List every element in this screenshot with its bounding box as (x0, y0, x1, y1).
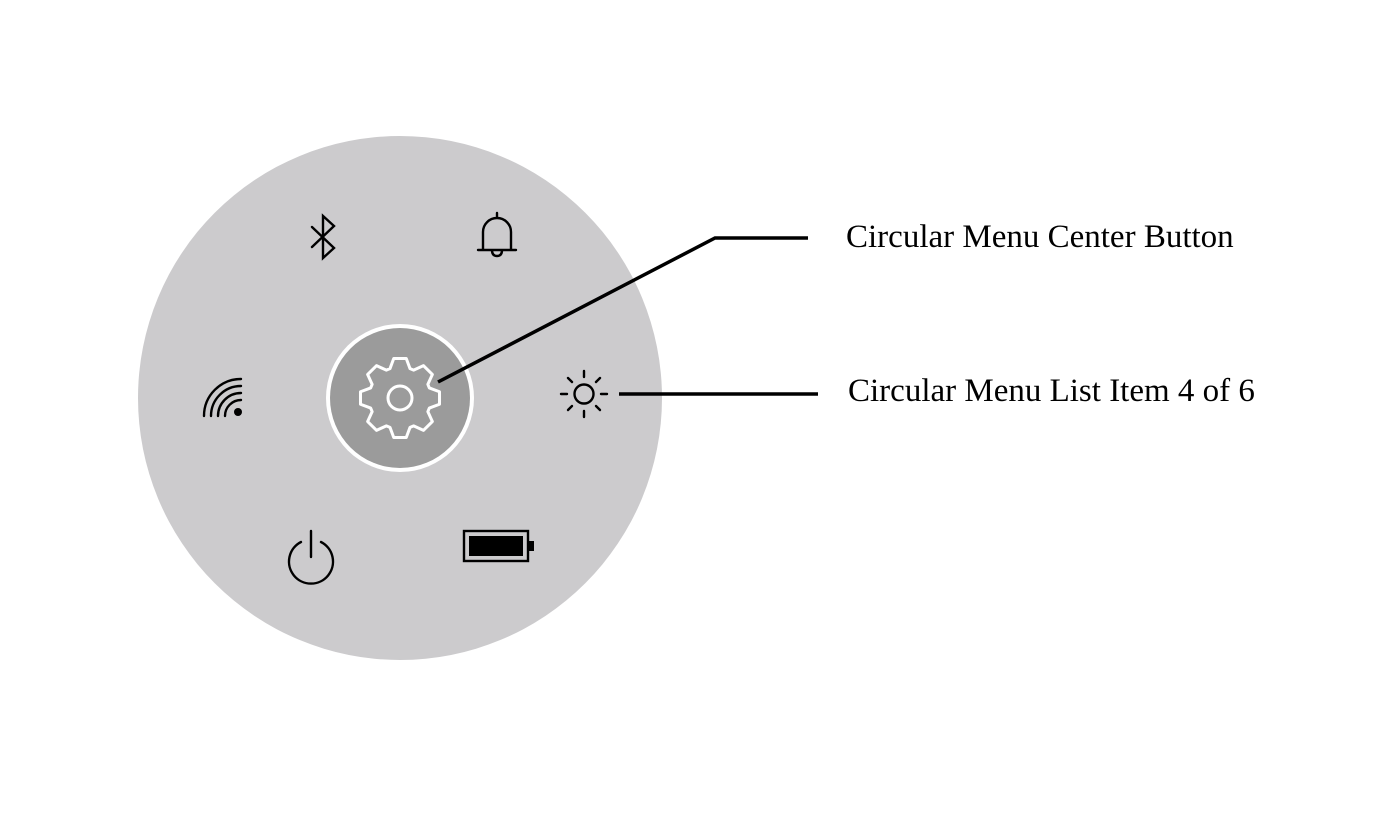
battery-icon[interactable] (462, 529, 534, 563)
bell-icon[interactable] (476, 211, 518, 258)
gear-icon (358, 356, 442, 440)
power-icon[interactable] (287, 529, 335, 585)
center-button-callout-label: Circular Menu Center Button (846, 219, 1234, 255)
center-button-leader-line (437, 236, 808, 384)
center-button[interactable] (326, 324, 474, 472)
bluetooth-icon[interactable] (310, 213, 336, 261)
list-item-callout-label: Circular Menu List Item 4 of 6 (848, 373, 1255, 409)
wifi-icon[interactable] (202, 377, 243, 418)
brightness-icon[interactable] (559, 369, 609, 419)
